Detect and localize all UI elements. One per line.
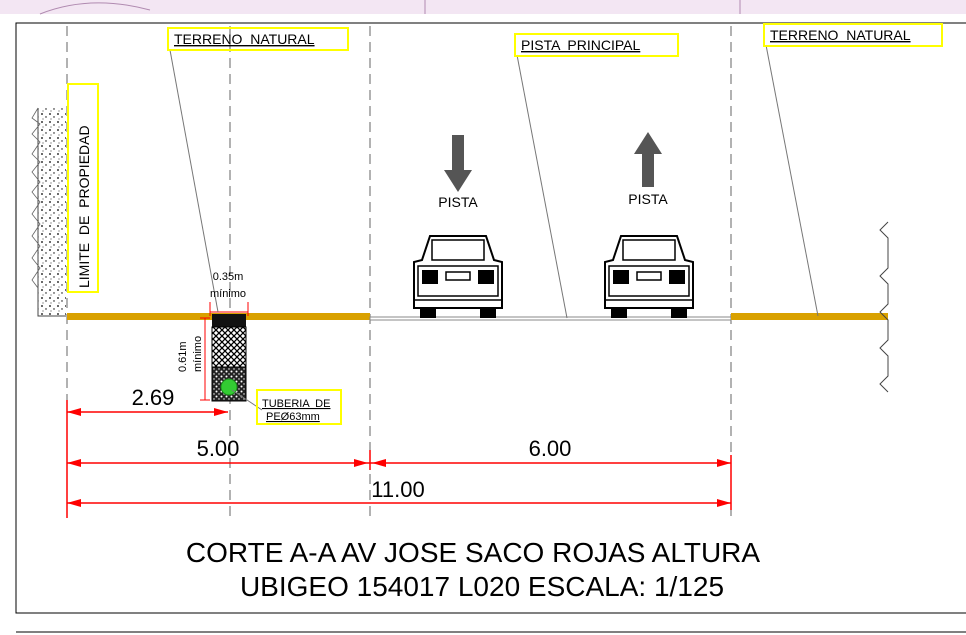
- car-left-icon: [413, 235, 503, 318]
- label-pista-down: PISTA: [438, 194, 478, 210]
- dimension-total-width: 11.00: [371, 477, 424, 502]
- dimension-pipe-offset: 2.69: [132, 385, 175, 410]
- drawing-title-line1: CORTE A-A AV JOSE SACO ROJAS ALTURA: [186, 537, 760, 568]
- label-boxes: [67, 23, 943, 425]
- dimension-sidewalk-width: 5.00: [197, 436, 240, 461]
- label-tuberia-1: TUBERIA DE: [262, 398, 330, 410]
- car-right-icon: [604, 235, 694, 318]
- arrow-down-icon: [444, 135, 472, 192]
- leader-lines: [169, 44, 819, 411]
- label-terreno-natural-right: TERRENO NATURAL: [770, 27, 911, 43]
- label-terreno-natural-left: TERRENO NATURAL: [174, 31, 315, 47]
- label-limite-propiedad: LIMITE DE PROPIEDAD: [76, 125, 92, 288]
- ground-surfaces: [67, 313, 888, 321]
- dimension-arrowheads: [67, 408, 731, 507]
- drawing-frame: [15, 22, 966, 614]
- label-tuberia-2: PEØ63mm: [266, 411, 320, 423]
- label-width-min-sub: mínimo: [210, 288, 246, 300]
- trench-dimension-marks: [200, 302, 249, 401]
- property-limit-wall: [31, 107, 66, 317]
- label-pista-principal: PISTA PRINCIPAL: [521, 37, 641, 53]
- label-depth-min: 0.61m: [177, 341, 189, 372]
- top-strip: [0, 0, 966, 15]
- trench: [211, 314, 247, 402]
- dimension-road-width: 6.00: [529, 436, 572, 461]
- label-depth-min-sub: mínimo: [192, 336, 204, 372]
- label-pista-up: PISTA: [628, 191, 668, 207]
- pipe-circle: [220, 378, 238, 396]
- dimension-lines: [66, 400, 732, 518]
- terrain-break-line: [879, 221, 889, 393]
- drawing-title-line2: UBIGEO 154017 L020 ESCALA: 1/125: [240, 571, 724, 602]
- label-width-min: 0.35m: [213, 271, 244, 283]
- arrow-up-icon: [634, 132, 662, 187]
